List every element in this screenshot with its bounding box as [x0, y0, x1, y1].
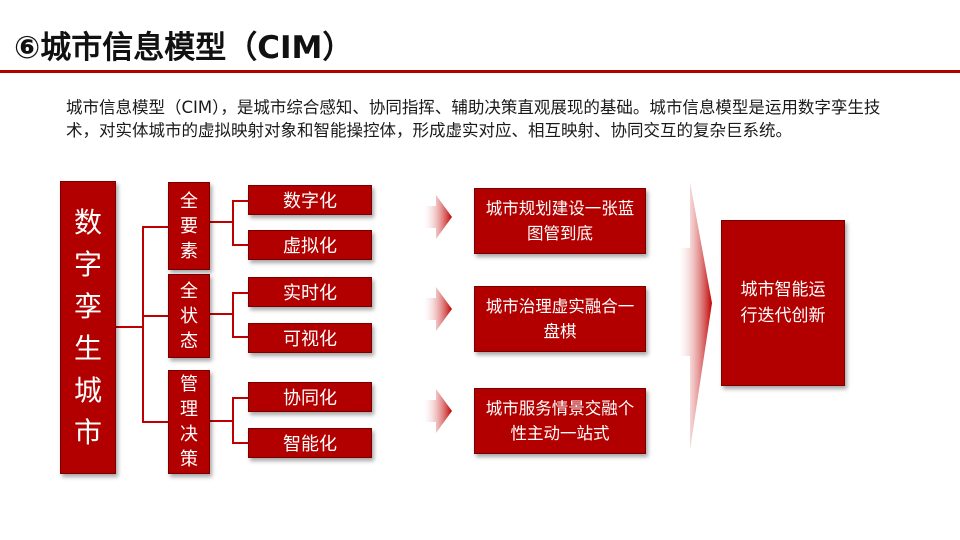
- arrow-right-icon: [424, 287, 452, 331]
- arrow-right-icon: [424, 389, 452, 433]
- connector-line: [210, 313, 232, 315]
- category-label: 管理决策: [180, 374, 198, 470]
- connector-line: [210, 420, 232, 422]
- connector-line: [232, 397, 248, 399]
- connector-line: [232, 292, 248, 294]
- connector-line: [232, 336, 248, 338]
- leaf-node: 虚拟化: [248, 230, 372, 260]
- category-node: 管理决策: [168, 370, 210, 474]
- connector-line: [232, 397, 234, 444]
- outcome-node: 城市治理虚实融合一盘棋: [474, 286, 646, 352]
- outcome-label: 城市治理虚实融合一盘棋: [485, 297, 635, 341]
- connector-line: [142, 421, 168, 423]
- category-node: 全状态: [168, 274, 210, 358]
- outcome-label: 城市服务情景交融个性主动一站式: [485, 399, 635, 443]
- title-divider: [0, 70, 960, 73]
- page-title: ⑥城市信息模型（CIM）: [14, 30, 354, 66]
- connector-line: [232, 442, 248, 444]
- connector-line: [142, 315, 168, 317]
- arrow-right-icon: [424, 195, 452, 239]
- connector-line: [210, 221, 232, 223]
- leaf-node: 数字化: [248, 185, 372, 215]
- connector-line: [142, 226, 168, 228]
- leaf-node: 实时化: [248, 277, 372, 307]
- category-node: 全要素: [168, 182, 210, 270]
- connector-line: [116, 326, 142, 328]
- big-arrow-right-icon: [679, 182, 712, 450]
- category-label: 全状态: [180, 280, 198, 352]
- root-label: 数字孪生城市: [73, 205, 102, 449]
- final-label: 城市智能运行迭代创新: [740, 280, 826, 326]
- leaf-node: 协同化: [248, 382, 372, 412]
- connector-line: [232, 200, 248, 202]
- outcome-label: 城市规划建设一张蓝图管到底: [485, 199, 635, 243]
- leaf-node: 智能化: [248, 428, 372, 458]
- final-node: 城市智能运行迭代创新: [721, 220, 845, 386]
- connector-line: [232, 200, 234, 246]
- connector-line: [232, 292, 234, 338]
- connector-line: [142, 226, 144, 423]
- intro-paragraph: 城市信息模型（CIM），是城市综合感知、协同指挥、辅助决策直观展现的基础。城市信…: [66, 98, 881, 140]
- outcome-node: 城市服务情景交融个性主动一站式: [474, 388, 646, 454]
- category-label: 全要素: [180, 190, 198, 262]
- root-node: 数字孪生城市: [60, 181, 116, 474]
- connector-line: [232, 244, 248, 246]
- leaf-node: 可视化: [248, 323, 372, 353]
- outcome-node: 城市规划建设一张蓝图管到底: [474, 188, 646, 254]
